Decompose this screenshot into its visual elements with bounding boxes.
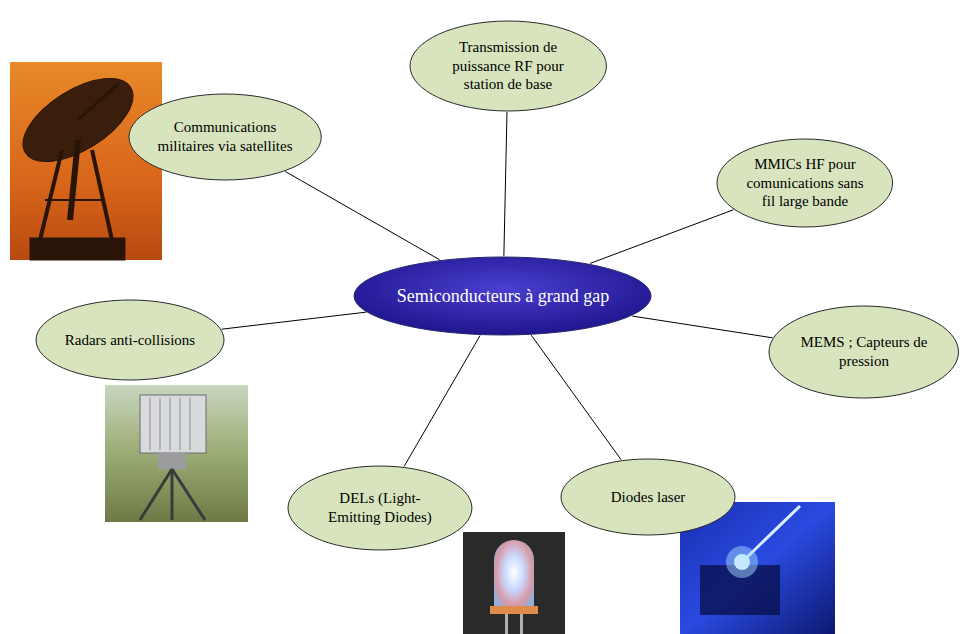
- ellipse-shape: [769, 306, 959, 398]
- application-label: Diodes laser: [611, 488, 686, 507]
- application-ellipse: Diodes laser: [560, 458, 736, 536]
- led-photo: [463, 532, 565, 634]
- application-label: DELs (Light-Emitting Diodes): [314, 489, 445, 527]
- node-text-group: DELs (Light-Emitting Diodes): [314, 489, 445, 527]
- ellipse-outline: [768, 305, 960, 399]
- ellipse-shape: [129, 94, 321, 180]
- node-text-group: MMICs HF pour comunications sans fil lar…: [742, 155, 867, 211]
- connector-line: [404, 336, 480, 467]
- application-ellipse: MEMS ; Capteurs de pression: [768, 305, 960, 399]
- application-ellipse: Communications militaires via satellites: [128, 93, 322, 181]
- hub-label: Semiconducteurs à grand gap: [397, 285, 609, 308]
- application-ellipse: Radars anti-collisions: [35, 299, 225, 381]
- ellipse-shape: [717, 139, 893, 227]
- connector-line: [590, 210, 734, 264]
- application-ellipse: Transmission de puissance RF pour statio…: [409, 20, 607, 112]
- node-text-group: Transmission de puissance RF pour statio…: [438, 38, 578, 94]
- application-label: Communications militaires via satellites: [156, 118, 293, 156]
- node-text-group: Radars anti-collisions: [65, 331, 195, 350]
- ellipse-outline: [287, 465, 473, 551]
- application-label: Transmission de puissance RF pour statio…: [438, 38, 578, 94]
- ellipse-outline: [128, 93, 322, 181]
- ellipse-shape: [36, 300, 224, 380]
- ellipse-shape: [354, 257, 651, 335]
- ellipse-shape: [410, 21, 606, 111]
- radar-photo: [105, 385, 248, 522]
- connector-line: [222, 312, 367, 329]
- application-label: MEMS ; Capteurs de pression: [797, 333, 932, 371]
- connector-line: [285, 171, 439, 259]
- node-text-group: Diodes laser: [611, 488, 686, 507]
- hub-ellipse: Semiconducteurs à grand gap: [353, 256, 652, 336]
- application-ellipse: DELs (Light-Emitting Diodes): [287, 465, 473, 551]
- connector-line: [632, 316, 772, 338]
- satellite-dish-photo: [10, 62, 162, 260]
- node-text-group: Semiconducteurs à grand gap: [397, 285, 609, 308]
- application-label: Radars anti-collisions: [65, 331, 195, 350]
- ellipse-shape: [561, 459, 735, 535]
- application-label: MMICs HF pour comunications sans fil lar…: [742, 155, 867, 211]
- ellipse-shape: [288, 466, 472, 550]
- node-text-group: Communications militaires via satellites: [156, 118, 293, 156]
- connector-line: [531, 335, 621, 460]
- application-ellipse: MMICs HF pour comunications sans fil lar…: [716, 138, 894, 228]
- node-text-group: MEMS ; Capteurs de pression: [797, 333, 932, 371]
- connector-line: [504, 112, 507, 256]
